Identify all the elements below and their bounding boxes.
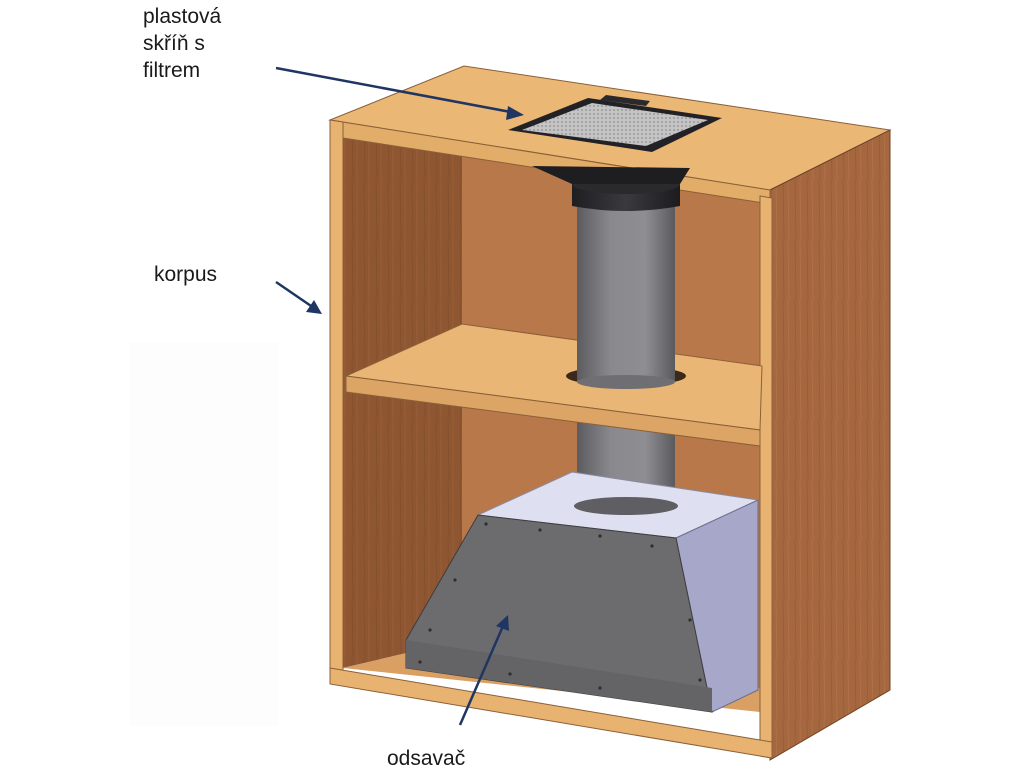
interior-left-wall: [343, 138, 462, 668]
filter-tab: [600, 95, 650, 106]
arrow-to-hood: [458, 625, 505, 726]
hood-screws: [418, 522, 702, 690]
arrow-to-korpus: [275, 280, 315, 310]
label-cabinet: korpus: [154, 263, 218, 286]
filter-base-wedge: [532, 166, 690, 184]
cabinet-right-front-edge: [759, 195, 773, 759]
arrow-to-filter-head: [506, 106, 524, 120]
pipe-upper-body: [577, 196, 675, 382]
hood-front-lower: [406, 640, 712, 712]
duct-pipe-upper: [532, 166, 690, 389]
filter-box: [508, 95, 722, 152]
cabinet-left-front-edge: [329, 119, 344, 681]
arrow-to-filter: [275, 66, 517, 115]
annotation-arrows: [275, 66, 524, 726]
pipe-upper-bottom: [577, 375, 675, 389]
cabinet-right-side-outer: [769, 129, 891, 761]
shelf-front-edge: [345, 375, 761, 447]
cabinet-bottom-front-edge: [329, 667, 773, 759]
background-panel: [130, 342, 278, 726]
hood-pipe-collar: [574, 497, 678, 515]
arrow-to-hood-head: [496, 615, 509, 631]
label-hood: odsavač: [387, 747, 466, 770]
filter-mesh: [522, 103, 708, 146]
arrow-to-korpus-head: [306, 300, 322, 314]
label-filter-box: plastová skříň s filtrem: [143, 5, 222, 82]
extractor-hood: [405, 471, 760, 713]
